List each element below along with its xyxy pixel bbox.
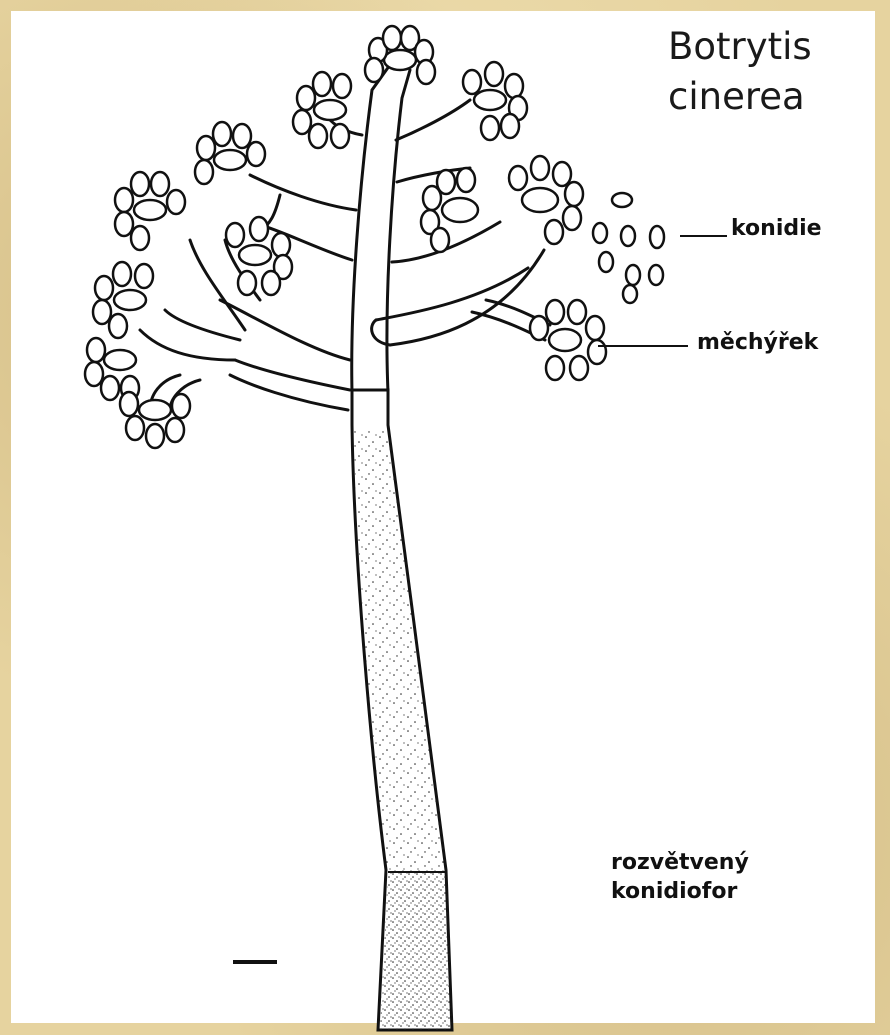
label-conidiophore-line2: konidiofor — [611, 877, 749, 906]
title-line-species: cinerea — [668, 72, 812, 122]
title-line-genus: Botrytis — [668, 22, 812, 72]
species-title: Botrytis cinerea — [668, 22, 812, 122]
conidiophore-stalk — [352, 390, 452, 1030]
label-conidia: konidie — [731, 216, 822, 241]
label-vesicle: měchýřek — [697, 330, 818, 355]
label-conidiophore: rozvětvený konidiofor — [611, 848, 749, 906]
labeled-vesicle — [530, 300, 606, 380]
label-conidiophore-line1: rozvětvený — [611, 848, 749, 877]
free-conidia — [593, 193, 664, 303]
